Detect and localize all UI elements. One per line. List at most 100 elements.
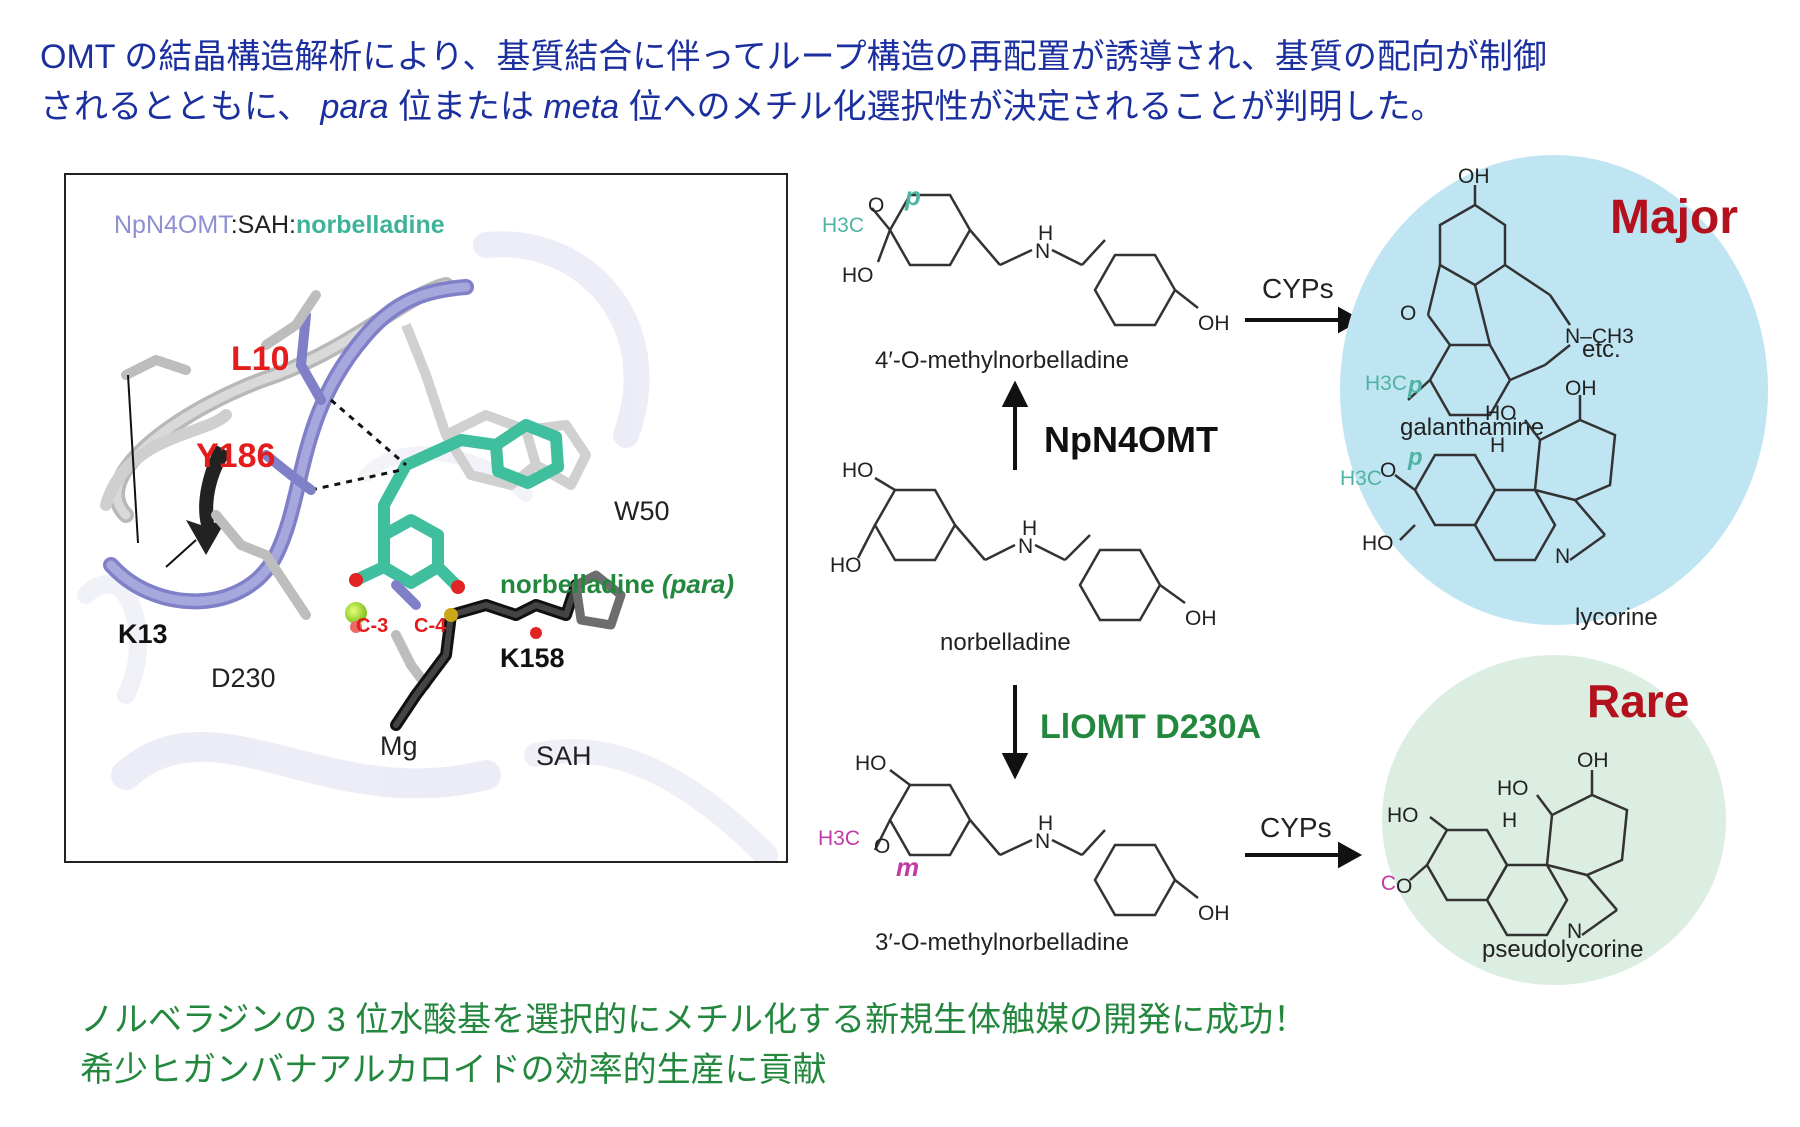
major-title: Major [1610, 191, 1738, 244]
top-oh: OH [1198, 312, 1230, 335]
mid-oh: OH [1185, 607, 1217, 630]
bot-h: H [1038, 812, 1053, 835]
reaction-scheme: H3C O p HO N H OH HO HO N H OH HO H3C O … [818, 181, 1363, 956]
lycorine-oh: OH [1565, 377, 1597, 400]
pseudolycorine-n: N [1567, 920, 1582, 943]
galanthamine-o: O [1400, 302, 1416, 325]
galanthamine-nch3: N–CH3 [1565, 325, 1634, 348]
mid-ho-1: HO [842, 459, 874, 482]
mid-h: H [1022, 517, 1037, 540]
enzyme-up-label: NpN4OMT [1044, 419, 1218, 460]
residue-k158-label: K158 [500, 643, 565, 673]
pseudolycorine-h3c: H3C [1382, 872, 1396, 895]
k13-leader-line [127, 374, 139, 544]
pseudolycorine-oh: OH [1577, 749, 1609, 772]
rare-title: Rare [1587, 675, 1689, 727]
bot-ho: HO [855, 752, 887, 775]
top-n: N [1035, 240, 1050, 263]
mid-n: N [1018, 535, 1033, 558]
c4-label: C-4 [414, 615, 447, 637]
top-o: O [868, 194, 884, 217]
enzyme-down-label: LlOMT D230A [1040, 708, 1261, 746]
movement-arrow-icon [186, 445, 231, 555]
lycorine-o: O [1380, 459, 1396, 482]
headline-meta: meta [543, 88, 619, 126]
top-h: H [1038, 222, 1053, 245]
galanthamine-h3c: H3C [1365, 372, 1407, 395]
top-compound-name: 4′-O-methylnorbelladine [875, 347, 1129, 374]
ligand-label: norbelladine (para) [500, 569, 734, 599]
bot-oh: OH [1198, 902, 1230, 925]
rare-products: Rare OH HO H N HO H3C O pseudolycorine [1382, 675, 1689, 963]
crystal-structure-panel: NpN4OMT:SAH:norbelladine L10 Y186 W50 no… [64, 173, 788, 863]
panel-title: NpN4OMT:SAH:norbelladine [114, 211, 445, 239]
pseudolycorine-o: O [1396, 875, 1412, 898]
footer: ノルベラジンの 3 位水酸基を選択的にメチル化する新規生体触媒の開発に成功！ 希… [80, 995, 1680, 1095]
headline-text-a: されるとともに、 [40, 88, 311, 126]
lycorine-pos-p: p [1407, 444, 1423, 471]
pseudolycorine-h: H [1502, 809, 1517, 832]
residue-l10-label: L10 [231, 340, 290, 378]
major-products-oval [1340, 155, 1768, 625]
headline-line-1: OMT の結晶構造解析により、基質結合に伴ってループ構造の再配置が誘導され、基質… [40, 38, 1547, 76]
cyp-top-label: CYPs [1262, 273, 1334, 304]
mid-ho-2: HO [830, 554, 862, 577]
residue-d230-label: D230 [211, 663, 276, 693]
galanthamine-name: galanthamine [1400, 414, 1544, 441]
sah-oxygen [530, 627, 542, 639]
pseudolycorine-structure [1409, 770, 1629, 937]
structure-rendering: NpN4OMT:SAH:norbelladine L10 Y186 W50 no… [77, 211, 778, 861]
headline-text-c: 位へのメチル化選択性が決定されることが判明した。 [628, 88, 1445, 126]
lycorine-name: lycorine [1575, 604, 1658, 631]
bottom-compound-name: 3′-O-methylnorbelladine [875, 929, 1129, 956]
background-ribbons [77, 231, 778, 861]
cyp-bottom-label: CYPs [1260, 812, 1332, 843]
lycorine-n: N [1555, 545, 1570, 568]
bot-o: O [874, 835, 890, 858]
footer-line-2: 希少ヒガンバナアルカロイドの効率的生産に貢献 [80, 1051, 827, 1089]
sulfur-atom [444, 608, 458, 622]
mg-ion [345, 602, 367, 624]
footer-line-1: ノルベラジンの 3 位水酸基を選択的にメチル化する新規生体触媒の開発に成功！ [80, 1001, 1308, 1039]
lycorine-h: H [1490, 434, 1505, 457]
headline-line-2: されるとともに、 para 位または meta 位へのメチル化選択性が決定される… [40, 82, 1780, 132]
c3-label: C-3 [356, 615, 388, 637]
galanthamine-structure [1407, 185, 1572, 417]
lycorine-ho: HO [1485, 402, 1517, 425]
c4-oxygen [451, 580, 465, 594]
sah-cofactor [390, 570, 626, 731]
headline: OMT の結晶構造解析により、基質結合に伴ってループ構造の再配置が誘導され、基質… [40, 32, 1780, 132]
residue-w50-label: W50 [614, 496, 670, 526]
bot-pos-m: m [896, 852, 919, 882]
lavender-sidechains [261, 310, 421, 610]
k13-leader-line-2 [165, 539, 197, 568]
middle-compound-name: norbelladine [940, 629, 1071, 656]
pseudolycorine-ho: HO [1497, 777, 1529, 800]
top-h3c: H3C [822, 214, 864, 237]
pseudolycorine-name: pseudolycorine [1482, 936, 1643, 963]
galanthamine-pos-p: p [1407, 372, 1423, 399]
etc-label: etc. [1582, 336, 1621, 363]
grey-sidechains [121, 290, 431, 690]
c3-oxygen [349, 573, 363, 587]
top-ho: HO [842, 264, 874, 287]
lycorine-structure [1394, 395, 1617, 562]
bot-h3c: H3C [818, 827, 860, 850]
residue-y186-label: Y186 [196, 437, 275, 475]
pseudolycorine-ho-2: HO [1387, 804, 1419, 827]
w50-sidechain [401, 323, 591, 490]
lycorine-ho-2: HO [1362, 532, 1394, 555]
galanthamine-oh: OH [1458, 165, 1490, 188]
lycorine-h3c: H3C [1340, 467, 1382, 490]
scheme-arrows [1001, 306, 1363, 869]
water-oxygen [350, 621, 362, 633]
major-products: Major OH O N–CH3 H3C p galanthamine etc.… [1340, 165, 1738, 631]
mg-label: Mg [380, 731, 418, 761]
headline-para: para [320, 88, 389, 126]
headline-text-b: 位または [397, 88, 534, 126]
bot-n: N [1035, 830, 1050, 853]
residue-k13-label: K13 [118, 619, 168, 649]
top-pos-p: p [904, 181, 921, 211]
scheme-bonds [856, 193, 1199, 917]
hydrogen-bonds [310, 398, 407, 492]
